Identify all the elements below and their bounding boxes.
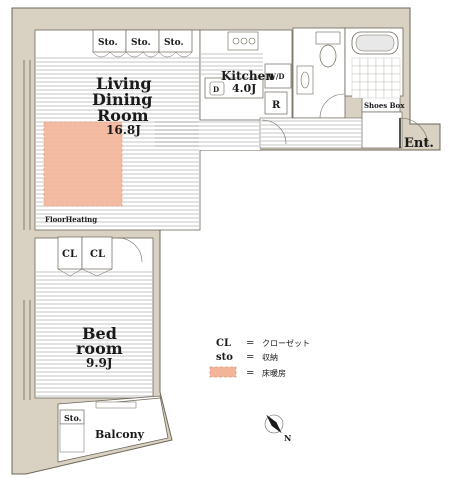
bath-tile [359, 57, 369, 67]
balcony-storage-label: Sto. [64, 413, 82, 423]
shoes-box-label: Shoes Box [364, 101, 405, 110]
bath-tile [375, 89, 385, 99]
bath-tile [367, 73, 377, 83]
legend-cl-key: CL [216, 338, 231, 349]
bath-tile [367, 65, 377, 75]
legend-sto-key: sto [216, 352, 233, 363]
living-title-3: Room [97, 106, 149, 125]
bath-tile [367, 57, 377, 67]
legend-cl-eq: = [246, 338, 254, 349]
corridor-door-swing [261, 119, 287, 145]
corridor-floor-hatching [261, 120, 361, 146]
bath-tile [351, 73, 361, 83]
bath-tile [359, 89, 369, 99]
bathtub [351, 31, 401, 99]
legend-sto-val: 収納 [262, 352, 278, 362]
kitchen-area: 4.0J [232, 82, 256, 95]
bath-tile [367, 89, 377, 99]
legend-heat-eq: = [246, 368, 254, 379]
bath-tile [391, 81, 401, 91]
bath-tile [351, 81, 361, 91]
bath-tile [375, 57, 385, 67]
bath-tile [375, 81, 385, 91]
bath-tile [359, 65, 369, 75]
compass-north-label: N [284, 433, 291, 443]
toilet-area [296, 31, 345, 119]
closet-label-1: CL [62, 249, 77, 260]
bath-tile [391, 57, 401, 67]
bedroom-area: 9.9J [86, 356, 113, 370]
bath-tile [383, 73, 393, 83]
bath-tile [383, 89, 393, 99]
kitchen-floor-hatching [201, 53, 263, 75]
compass-icon [264, 414, 284, 434]
bath-tile [375, 65, 385, 75]
floor-heating-label: FloorHeating [45, 215, 97, 224]
bath-tile [351, 89, 361, 99]
storage-row [92, 29, 193, 58]
bath-tile [383, 57, 393, 67]
bath-tile [391, 65, 401, 75]
bath-tile [391, 73, 401, 83]
kitchen-fixtures [204, 31, 292, 115]
bedroom-title-1: Bed [82, 324, 117, 343]
kitchen-title: Kitchen [221, 69, 274, 83]
bath-tile [351, 57, 361, 67]
bath-tile [367, 81, 377, 91]
floor-heating-zone [43, 121, 123, 207]
legend: CL = クローゼット sto = 収納 = 床暖房 [209, 338, 310, 379]
living-title-1: Living [96, 74, 152, 93]
bath-tile [351, 65, 361, 75]
storage-label-1: Sto. [98, 38, 118, 48]
storage-label-3: Sto. [164, 38, 184, 48]
fridge-label: R [272, 100, 281, 111]
bath-tile [359, 73, 369, 83]
bedroom-floor-hatching [36, 271, 152, 397]
legend-heat-val: 床暖房 [262, 368, 286, 378]
bath-tile-floor [351, 57, 401, 99]
legend-sto-eq: = [246, 352, 254, 363]
living-area: 16.8J [106, 123, 141, 137]
bath-tile [383, 81, 393, 91]
bath-tile [375, 73, 385, 83]
entrance-label: Ent. [404, 136, 434, 151]
bedroom-closets [57, 236, 143, 277]
bedroom-title-2: room [76, 339, 123, 358]
bath-tile [383, 65, 393, 75]
legend-cl-val: クローゼット [262, 338, 310, 348]
bath-tile [391, 89, 401, 99]
closet-label-2: CL [90, 249, 105, 260]
balcony-fixtures [59, 397, 161, 453]
left-wall-windows [23, 60, 31, 400]
bath-tile [359, 81, 369, 91]
washer-dryer-label: W/D [267, 72, 285, 81]
entrance-door [399, 117, 429, 148]
storage-label-2: Sto. [131, 38, 151, 48]
living-title-2: Dining [92, 90, 152, 109]
balcony-label: Balcony [95, 428, 145, 441]
legend-heat-swatch [209, 366, 237, 378]
sink-mark: D [213, 85, 219, 94]
